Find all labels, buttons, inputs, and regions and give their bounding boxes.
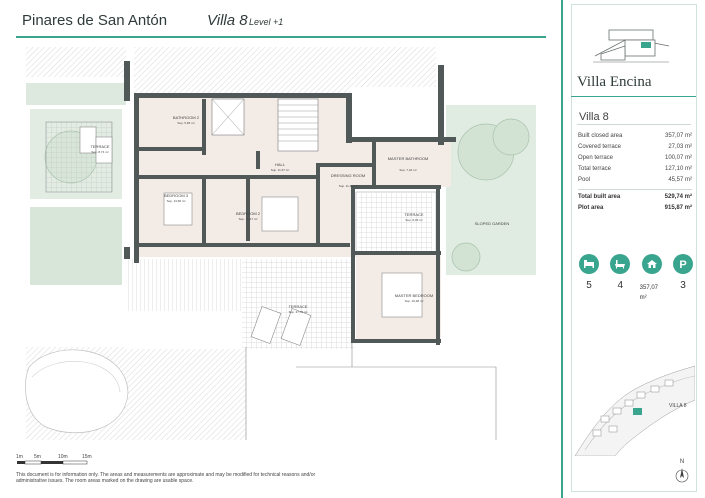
area-terrace-main: Sup. 27,78 m² — [289, 310, 308, 314]
area-value: 127,10 m² — [664, 166, 692, 172]
label-terrace-main: TERRACE — [288, 304, 307, 309]
scale-label-3: 10m — [58, 454, 68, 460]
staircase — [277, 98, 319, 152]
villa-logo — [593, 29, 670, 63]
bathtub-icon — [610, 254, 631, 274]
sidebar-frame — [571, 4, 697, 492]
scale-label-1: 1m — [16, 454, 23, 460]
total-label: Plot area — [578, 205, 604, 211]
north-label: N — [680, 459, 684, 465]
house-icon — [641, 254, 662, 274]
feature-area: 357,07 m² — [640, 254, 664, 303]
project-title: Pinares de San Antón — [22, 12, 168, 29]
site-hatch-top — [134, 47, 436, 97]
deck-left — [128, 259, 244, 311]
area-divider — [578, 189, 692, 190]
floor-plan: BATHROOM 2 Sup. 5,86 m² TERRACE Sup. 8,7… — [16, 47, 546, 440]
garden-top-left — [26, 83, 126, 105]
disclaimer: This document is for information only. T… — [16, 472, 316, 485]
area-hall: Sup. 11,37 m² — [271, 168, 290, 172]
label-master-bathroom: MASTER BATHROOM — [388, 156, 429, 161]
feature-bedrooms: 5 — [577, 254, 601, 303]
area-master-bedroom: Sup. 16,48 m² — [405, 299, 424, 303]
feature-parking: P 3 — [671, 254, 695, 303]
scale-bar: 1m 5m 10m 15m — [16, 454, 92, 465]
label-master-bedroom: MASTER BEDROOM — [395, 293, 433, 298]
bathrooms-count: 4 — [617, 280, 624, 291]
site-hatch-top-left — [26, 47, 126, 77]
total-value: 529,74 m² — [664, 194, 692, 200]
area-label: Open terrace — [578, 155, 614, 161]
area-value: 100,07 m² — [664, 155, 692, 161]
area-label: Covered terrace — [578, 144, 622, 150]
built-area-value: 357,07 m² — [639, 285, 659, 301]
area-terrace-left: Sup. 8,74 m² — [91, 150, 108, 154]
label-bathroom2: BATHROOM 2 — [173, 115, 200, 120]
north-arrow: N — [675, 459, 689, 483]
garden-left-lower — [30, 207, 122, 285]
feature-bathrooms: 4 — [608, 254, 632, 303]
bedrooms-count: 5 — [586, 280, 592, 291]
area-row: Open terrace 100,07 m² — [578, 153, 692, 164]
feature-icons: 5 4 357,07 m² P 3 — [577, 254, 695, 303]
site-minimap: VILLA 8 — [574, 365, 695, 456]
villa-level: Level +1 — [249, 17, 284, 27]
area-value: 45,57 m² — [668, 177, 692, 183]
label-dressing-room: DRESSING ROOM — [331, 173, 365, 178]
total-row: Total built area 529,74 m² — [578, 192, 692, 203]
area-row: Built closed area 357,07 m² — [578, 131, 692, 142]
minimap-villa-label: VILLA 8 — [669, 403, 687, 409]
label-bedroom3: BEDROOM 3 — [164, 193, 189, 198]
area-terrace-right: Sup. 8,09 m² — [405, 218, 422, 222]
area-value: 27,03 m² — [668, 144, 692, 150]
scale-label-4: 15m — [82, 454, 92, 460]
parking-count: 3 — [680, 280, 686, 291]
tree-bottom-left — [25, 349, 129, 433]
sidebar-villa-rule — [577, 124, 691, 125]
svg-text:P: P — [679, 259, 686, 270]
total-label: Total built area — [578, 194, 621, 200]
bed-icon — [579, 254, 599, 274]
bed-bedroom3 — [163, 192, 193, 226]
area-label: Total terrace — [578, 166, 612, 172]
total-value: 915,87 m² — [664, 205, 692, 211]
header-rule — [16, 36, 546, 38]
area-master-bathroom: Sup. 7,04 m² — [399, 168, 416, 172]
label-sloped-garden: SLOPED GARDEN — [475, 221, 510, 226]
brand-rule — [571, 96, 696, 97]
total-row: Plot area 915,87 m² — [578, 203, 692, 214]
sidebar-villa-name: Villa 8 — [579, 111, 609, 123]
brand-name: Villa Encina — [577, 74, 652, 90]
area-dressing-room: Sup. 11,26 m² — [339, 184, 358, 188]
area-bedroom2: Sup. 15,17 m² — [239, 217, 258, 221]
area-table: Built closed area 357,07 m² Covered terra… — [578, 131, 692, 214]
parking-icon: P — [672, 254, 693, 274]
label-hall: HALL — [275, 162, 286, 167]
area-row: Total terrace 127,10 m² — [578, 164, 692, 175]
area-value: 357,07 m² — [664, 133, 692, 139]
area-label: Pool — [578, 177, 591, 183]
area-label: Built closed area — [578, 133, 623, 139]
label-terrace-left: TERRACE — [90, 144, 109, 149]
header: Pinares de San Antón Villa 8 Level +1 — [0, 0, 558, 40]
scale-label-2: 5m — [34, 454, 41, 460]
walls — [124, 61, 456, 345]
bed-master — [381, 272, 423, 318]
label-bedroom2: BEDROOM 2 — [236, 211, 261, 216]
villa-8-marker — [633, 408, 642, 415]
area-row: Covered terrace 27,03 m² — [578, 142, 692, 153]
bed-bedroom2 — [261, 196, 299, 232]
area-row: Pool 45,57 m² — [578, 175, 692, 186]
area-bedroom3: Sup. 13,66 m² — [167, 199, 186, 203]
villa-title: Villa 8 — [207, 12, 248, 29]
area-bathroom2: Sup. 5,86 m² — [177, 121, 194, 125]
label-terrace-right: TERRACE — [404, 212, 423, 217]
